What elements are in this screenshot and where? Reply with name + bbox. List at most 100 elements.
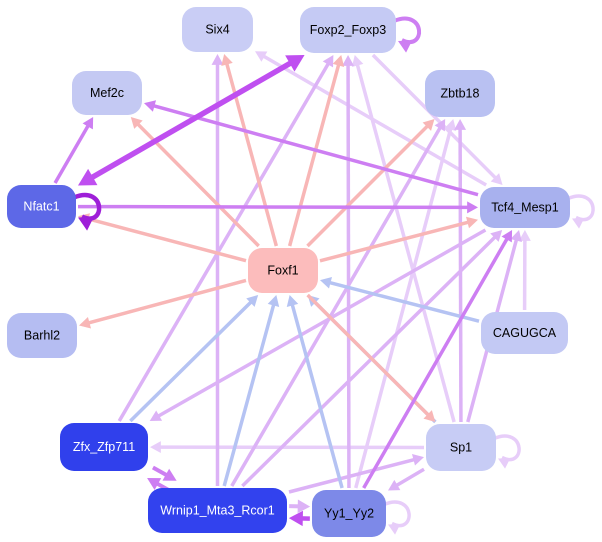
node-Mef2c-shape[interactable] — [72, 71, 142, 115]
edge-Yy1_Yy2-to-Zbtb18 — [354, 119, 457, 489]
self-loop-Foxp2_Foxp3 — [393, 16, 422, 53]
edge-arrowhead — [518, 230, 531, 241]
edge-arrowhead — [320, 277, 332, 289]
edge-Wrnip1_Mta3_Rcor1-to-Sp1 — [288, 454, 424, 494]
edge-arrowhead — [221, 54, 233, 67]
node-Wrnip1_Mta3_Rcor1[interactable]: Wrnip1_Mta3_Rcor1 — [148, 488, 287, 533]
edge-CAGUGCA-to-Foxf1 — [320, 277, 480, 323]
node-Zbtb18[interactable]: Zbtb18 — [425, 70, 495, 117]
edge-arrowhead — [149, 410, 163, 421]
edge-arrowhead — [572, 218, 585, 229]
edge-Foxf1-to-Tcf4_Mesp1 — [319, 216, 478, 263]
edge-Wrnip1_Mta3_Rcor1-to-Foxf1 — [222, 295, 280, 487]
edge-arrowhead — [412, 454, 424, 466]
edge-arrowhead — [510, 230, 522, 243]
edge-arrowhead — [82, 117, 94, 130]
node-Zbtb18-shape[interactable] — [425, 70, 495, 117]
edge-arrowhead — [147, 477, 162, 490]
edge-arrowhead — [490, 230, 503, 242]
edge-Sp1-to-Yy1_Yy2 — [388, 467, 425, 491]
edge-Yy1_Yy2-to-Foxp2_Foxp3 — [342, 55, 355, 489]
node-Sp1-shape[interactable] — [426, 424, 496, 471]
edge-Wrnip1_Mta3_Rcor1-to-Tcf4_Mesp1 — [241, 230, 503, 488]
edges-layer — [53, 16, 595, 535]
edge-Wrnip1_Mta3_Rcor1-to-Six4 — [211, 54, 224, 486]
edge-arrowhead — [444, 119, 457, 132]
edge-CAGUGCA-to-Tcf4_Mesp1 — [518, 230, 531, 311]
edge-Wrnip1_Mta3_Rcor1-to-Zbtb18 — [230, 119, 446, 487]
node-Zfx_Zfp711[interactable]: Zfx_Zfp711 — [60, 423, 148, 471]
edge-Foxf1-to-Foxp2_Foxp3 — [287, 55, 345, 247]
edge-Sp1-to-Zfx_Zfp711 — [150, 441, 425, 454]
edge-arrowhead — [332, 55, 345, 68]
edge-Sp1-to-Zbtb18 — [454, 119, 467, 423]
edge-arrowhead — [130, 117, 143, 129]
edge-arrowhead — [255, 51, 268, 62]
edge-arrowhead — [162, 468, 177, 481]
node-CAGUGCA[interactable]: CAGUGCA — [481, 312, 568, 354]
edge-arrowhead — [285, 55, 305, 72]
edge-arrowhead — [79, 316, 92, 329]
node-Tcf4_Mesp1[interactable]: Tcf4_Mesp1 — [480, 187, 570, 228]
edge-arrowhead — [288, 510, 303, 527]
self-loop-Tcf4_Mesp1 — [567, 194, 595, 229]
edge-Nfatc1-to-Tcf4_Mesp1 — [77, 201, 478, 214]
edge-arrowhead — [78, 216, 94, 231]
node-Zfx_Zfp711-shape[interactable] — [60, 423, 148, 471]
edge-Nfatc1-to-Mef2c — [53, 117, 94, 184]
edge-arrowhead — [342, 55, 355, 66]
edge-arrowhead — [286, 295, 299, 308]
edge-arrowhead — [398, 40, 413, 53]
edge-arrowhead — [422, 119, 435, 131]
edge-arrowhead — [434, 119, 446, 132]
self-loop-Sp1 — [493, 434, 521, 469]
edge-Foxf1-to-Nfatc1 — [78, 213, 247, 263]
node-Barhl2[interactable]: Barhl2 — [7, 313, 77, 358]
node-Yy1_Yy2-shape[interactable] — [312, 490, 386, 537]
edge-arrowhead — [246, 295, 259, 307]
edge-arrowhead — [388, 479, 401, 491]
node-Foxf1[interactable]: Foxf1 — [248, 248, 318, 293]
edge-Foxf1-to-Mef2c — [130, 117, 260, 248]
node-Barhl2-shape[interactable] — [7, 313, 77, 358]
edge-Zfx_Zfp711-to-Foxf1 — [129, 295, 259, 423]
node-Yy1_Yy2[interactable]: Yy1_Yy2 — [312, 490, 386, 537]
node-Six4-shape[interactable] — [182, 7, 253, 52]
edge-Foxf1-to-Sp1 — [306, 293, 436, 422]
edge-Nfatc1-to-Foxp2_Foxp3 — [78, 55, 305, 186]
node-Foxf1-shape[interactable] — [248, 248, 318, 293]
node-Mef2c[interactable]: Mef2c — [72, 71, 142, 115]
edge-arrowhead — [351, 55, 364, 68]
node-Wrnip1_Mta3_Rcor1-shape[interactable] — [148, 488, 287, 533]
edge-arrowhead — [498, 458, 511, 469]
edge-arrowhead — [490, 173, 503, 185]
node-Six4[interactable]: Six4 — [182, 7, 253, 52]
edge-arrowhead — [211, 54, 224, 65]
edge-arrowhead — [78, 168, 98, 186]
edge-arrowhead — [150, 441, 161, 454]
node-Nfatc1-shape[interactable] — [7, 185, 76, 228]
edge-Zfx_Zfp711-to-Foxp2_Foxp3 — [117, 55, 334, 422]
edge-arrowhead — [467, 201, 478, 214]
node-Tcf4_Mesp1-shape[interactable] — [480, 187, 570, 228]
node-Foxp2_Foxp3-shape[interactable] — [300, 7, 396, 53]
edge-Tcf4_Mesp1-to-Zfx_Zfp711 — [149, 228, 487, 421]
node-Foxp2_Foxp3[interactable]: Foxp2_Foxp3 — [300, 7, 396, 53]
edge-arrowhead — [454, 119, 467, 130]
node-Sp1[interactable]: Sp1 — [426, 424, 496, 471]
edge-arrowhead — [322, 55, 334, 68]
node-Nfatc1[interactable]: Nfatc1 — [7, 185, 76, 228]
edge-Wrnip1_Mta3_Rcor1-to-Yy1_Yy2 — [289, 499, 311, 514]
edge-arrowhead — [297, 499, 311, 514]
edge-Yy1_Yy2-to-Foxf1 — [286, 295, 344, 489]
node-CAGUGCA-shape[interactable] — [481, 312, 568, 354]
edge-Zfx_Zfp711-to-Wrnip1_Mta3_Rcor1 — [151, 465, 177, 481]
edge-arrowhead — [466, 216, 478, 229]
edge-arrowhead — [144, 100, 157, 112]
edge-Yy1_Yy2-to-Tcf4_Mesp1 — [362, 230, 513, 489]
edge-arrowhead — [267, 295, 280, 308]
self-loop-Nfatc1 — [73, 193, 102, 231]
